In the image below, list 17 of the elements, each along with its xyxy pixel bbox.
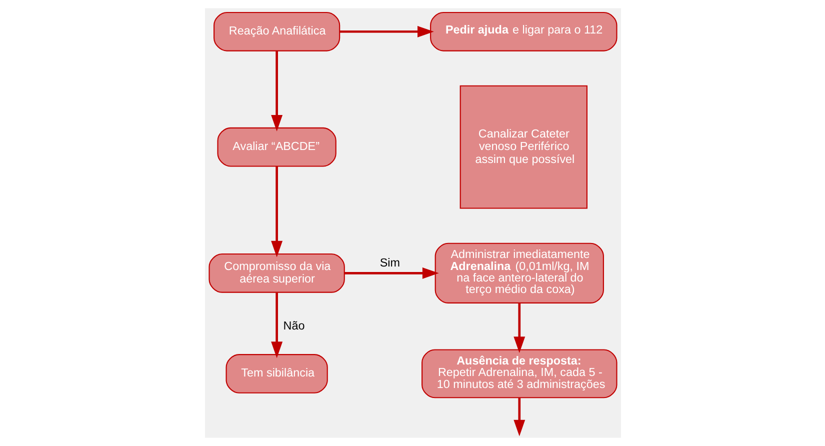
arrow	[270, 166, 282, 258]
node-box: Reação Anafilática	[213, 12, 340, 52]
node-box: Administrar imediatamente Adrenalina (0,01ml/kg, IM na face antero-lateral do terço médio da coxa)	[434, 242, 604, 304]
arrow	[270, 292, 282, 358]
arrow	[270, 50, 282, 132]
arrow	[513, 303, 525, 353]
arrow	[344, 267, 438, 279]
node-box: Compromisso da via aérea superior	[208, 253, 344, 293]
node-box: Avaliar “ABCDE”	[216, 127, 336, 167]
arrow	[339, 26, 434, 38]
node-box: Tem sibilância	[225, 354, 328, 394]
node-box: Ausência de resposta: Repetir Adrenalina, IM, cada 5 - 10 minutos até 3 administrações	[421, 349, 617, 398]
edge-label: Sim	[379, 256, 400, 270]
edge-label: Não	[282, 319, 304, 332]
node-box: Pedir ajuda e ligar para o 112	[430, 12, 617, 52]
arrow	[513, 398, 525, 436]
node-box: Canalizar Cateter venoso Periférico assim que possível	[459, 85, 587, 209]
